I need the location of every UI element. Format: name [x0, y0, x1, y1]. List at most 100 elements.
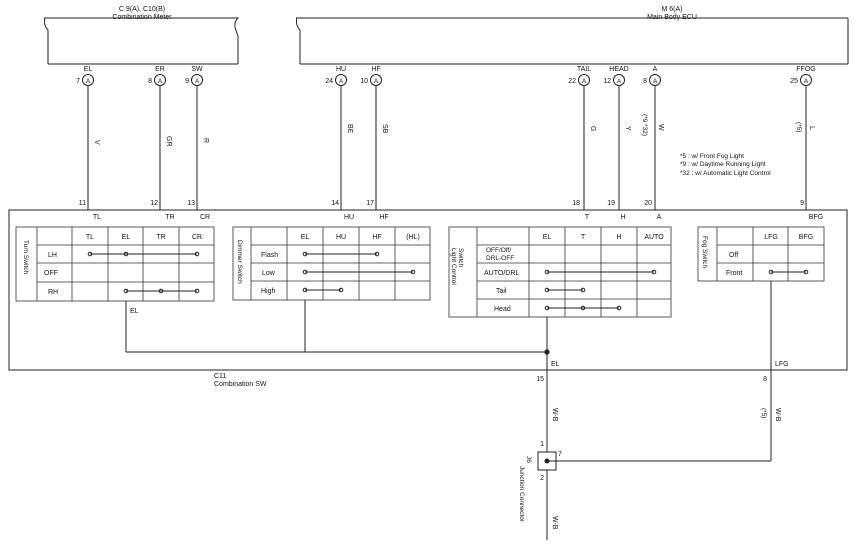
svg-text:EL: EL [84, 66, 93, 73]
svg-text:A: A [339, 78, 344, 85]
svg-text:A: A [617, 78, 622, 85]
svg-text:H: H [616, 234, 621, 241]
svg-text:HF: HF [371, 66, 380, 73]
svg-text:(*9 *32): (*9 *32) [641, 114, 648, 136]
svg-text:Dimmer Switch: Dimmer Switch [236, 240, 243, 284]
svg-text:10: 10 [360, 78, 368, 85]
fog-switch-table: Fog Switch LFG BFG Off Front [697, 226, 825, 282]
svg-text:OFF/Off/: OFF/Off/ [486, 247, 511, 254]
svg-text:W: W [657, 124, 664, 131]
svg-text:GR: GR [165, 136, 172, 147]
svg-text:EL: EL [130, 308, 139, 315]
svg-text:A: A [653, 66, 658, 73]
dimmer-switch-table: Dimmer Switch EL HU HF (HL) Flash Low Hi… [232, 226, 431, 301]
svg-text:14: 14 [331, 200, 339, 207]
svg-text:V: V [93, 140, 100, 145]
ecu-code: M 6(A) [662, 6, 683, 13]
svg-text:7: 7 [558, 451, 562, 458]
turn-switch-table: Turn Switch TL EL TR CR LH OFF RH [15, 226, 215, 302]
svg-text:13: 13 [187, 200, 195, 207]
svg-text:7: 7 [76, 78, 80, 85]
svg-text:EL: EL [301, 234, 310, 241]
svg-text:HU: HU [344, 214, 354, 221]
svg-text:HEAD: HEAD [609, 66, 628, 73]
svg-text:Light Control: Light Control [450, 248, 457, 285]
svg-text:TR: TR [165, 214, 174, 221]
svg-text:12: 12 [603, 78, 611, 85]
el-ground-bus: EL EL [125, 300, 560, 368]
svg-text:Flash: Flash [261, 252, 278, 259]
svg-text:24: 24 [325, 78, 333, 85]
svg-text:T: T [585, 214, 590, 221]
svg-text:AUTO/DRL: AUTO/DRL [484, 270, 519, 277]
svg-text:Off: Off [729, 252, 738, 259]
svg-text:11: 11 [79, 200, 86, 207]
svg-text:R: R [202, 138, 209, 143]
svg-text:A: A [158, 78, 163, 85]
svg-text:W-B: W-B [551, 408, 558, 422]
svg-text:EL: EL [551, 361, 560, 368]
ecu-connector-outline [295, 17, 849, 65]
svg-text:Tail: Tail [496, 288, 507, 295]
svg-text:Head: Head [494, 306, 511, 313]
svg-text:20: 20 [644, 200, 652, 207]
svg-text:Turn Switch: Turn Switch [22, 240, 29, 274]
svg-text:J6: J6 [525, 456, 532, 463]
svg-text:OFF: OFF [44, 270, 58, 277]
svg-text:(*5): (*5) [760, 408, 767, 418]
svg-text:15: 15 [536, 376, 544, 383]
meter-connector-outline [43, 17, 240, 64]
svg-text:H: H [620, 214, 625, 221]
svg-text:T: T [581, 234, 586, 241]
svg-text:LFG: LFG [775, 361, 789, 368]
svg-text:A: A [582, 78, 587, 85]
svg-text:HU: HU [336, 234, 346, 241]
svg-text:Fog Switch: Fog Switch [701, 236, 708, 269]
svg-text:A: A [195, 78, 200, 85]
svg-text:L: L [808, 126, 815, 130]
svg-text:HU: HU [336, 66, 346, 73]
option-notes: *5 : w/ Front Fog Light *9 : w/ Daytime … [680, 153, 771, 177]
svg-text:W-B: W-B [551, 516, 558, 530]
svg-text:A: A [86, 78, 91, 85]
svg-text:8: 8 [148, 78, 152, 85]
svg-text:CR: CR [200, 214, 210, 221]
svg-text:*9 : w/ Daytime Running Light: *9 : w/ Daytime Running Light [680, 161, 766, 168]
svg-text:W-B: W-B [774, 408, 781, 422]
ecu-pin-ffog: FFOG 25 A (*5) L 9 BFG [790, 66, 823, 221]
svg-text:A: A [804, 78, 809, 85]
svg-text:EL: EL [543, 234, 552, 241]
meter-pin-sw: SW 9 A R 13 CR [185, 66, 210, 221]
svg-text:9: 9 [185, 78, 189, 85]
svg-text:TAIL: TAIL [577, 66, 591, 73]
svg-text:G: G [589, 126, 596, 131]
svg-text:9: 9 [800, 200, 804, 207]
svg-text:TL: TL [93, 214, 101, 221]
svg-text:SW: SW [191, 66, 203, 73]
switch-name: Combination SW [214, 381, 267, 388]
svg-text:8: 8 [643, 78, 647, 85]
svg-text:17: 17 [366, 200, 374, 207]
svg-text:LFG: LFG [764, 234, 778, 241]
switch-code: C11 [214, 373, 226, 380]
svg-text:Y: Y [624, 126, 631, 131]
svg-text:AUTO: AUTO [644, 234, 664, 241]
ecu-pin-hu: HU 24 A BE 14 HU [325, 66, 354, 221]
svg-text:EL: EL [122, 234, 131, 241]
combination-switch-box [8, 209, 848, 371]
svg-text:TL: TL [86, 234, 94, 241]
svg-text:25: 25 [790, 78, 798, 85]
svg-text:High: High [261, 288, 276, 295]
svg-text:1: 1 [540, 441, 544, 448]
meter-code: C 9(A), C10(B) [119, 6, 165, 13]
svg-text:Switch: Switch [457, 248, 464, 268]
svg-text:22: 22 [568, 78, 576, 85]
svg-text:DRL-OFF: DRL-OFF [486, 255, 514, 262]
svg-text:*32 : w/ Automatic Light Contr: *32 : w/ Automatic Light Control [680, 170, 771, 177]
lfg-ground-wiring: 8 (*5) W-B [760, 370, 781, 461]
svg-text:HF: HF [379, 214, 388, 221]
meter-pin-el: EL 7 A V 11 TL [76, 66, 101, 221]
svg-text:BFG: BFG [809, 214, 823, 221]
svg-text:2: 2 [540, 475, 544, 482]
